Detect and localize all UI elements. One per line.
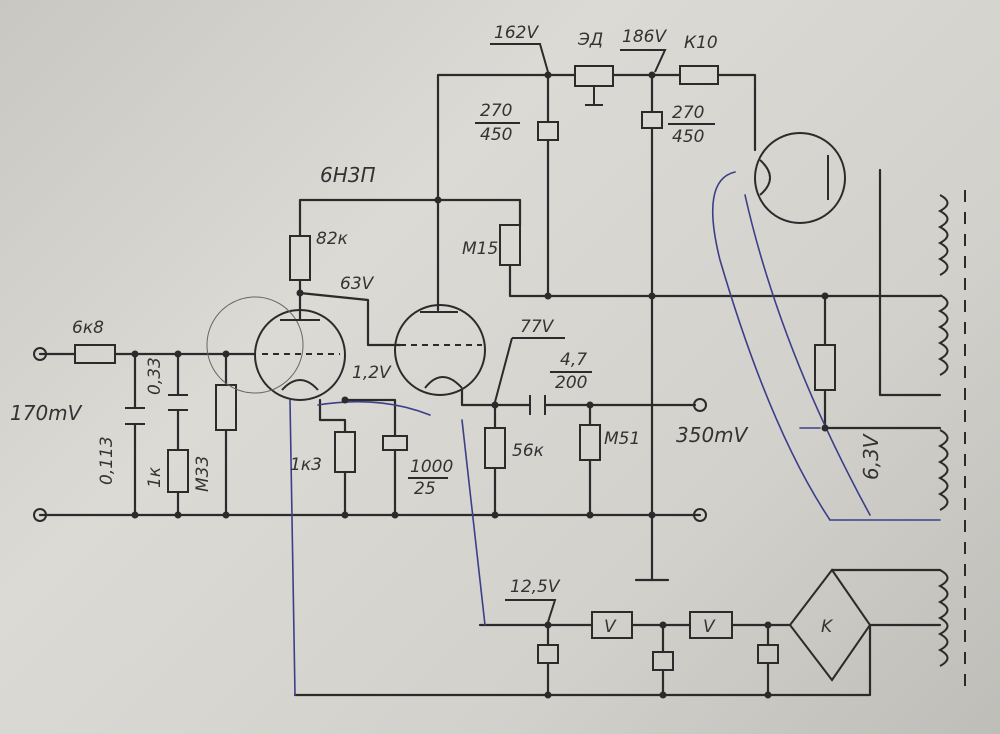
- resistor-56k: [484, 427, 506, 469]
- voltage-186-pointer: [620, 49, 667, 73]
- cap-033-label: 0,33: [145, 357, 165, 395]
- resistor-k10-label: К10: [684, 33, 718, 53]
- cathode-voltage-label: 1,2V: [352, 363, 392, 383]
- resistor-m51-label: М51: [604, 429, 640, 449]
- cap-output-top-label: 4,7: [560, 350, 587, 370]
- resistor-k10: [679, 65, 719, 85]
- regulator-2: [689, 611, 733, 639]
- cap-output-bottom-label: 200: [555, 373, 587, 393]
- voltage-77-label: 77V: [520, 317, 555, 337]
- heater-voltage-label: 6,3V: [859, 433, 883, 480]
- circuit-wires: [38, 73, 942, 697]
- regulator-voltage-label: 12,5V: [510, 577, 561, 597]
- terminals: [33, 347, 707, 522]
- choke-label: ЭД: [577, 30, 603, 50]
- voltage-186-label: 186V: [622, 27, 667, 47]
- resistor-m15-label: М15: [462, 239, 498, 259]
- regulator-voltage-pointer: [505, 599, 557, 623]
- transformer: [937, 190, 966, 690]
- capacitor-output-47-200: [529, 395, 546, 415]
- voltage-162-pointer: [490, 43, 549, 73]
- cap-cathode-top-label: 1000: [410, 457, 453, 477]
- cap-right-bottom-label: 450: [672, 127, 704, 147]
- capacitor-cathode-1000-25: [382, 435, 408, 451]
- cap-0113-label: 0,113: [97, 436, 117, 485]
- bridge-label: K: [821, 617, 834, 637]
- capacitor-right-270-450: [641, 111, 663, 129]
- resistor-m33: [215, 384, 237, 431]
- resistor-1k-label: 1к: [145, 466, 165, 488]
- resistor-56k-label: 56к: [512, 441, 545, 461]
- voltage-162-label: 162V: [494, 23, 539, 43]
- input-capacitor-033: [168, 394, 188, 411]
- cap-mid-top-label: 270: [480, 101, 512, 121]
- resistor-right: [814, 344, 836, 391]
- input-voltage-label: 170mV: [10, 401, 83, 425]
- tube-6n3p-triode-1: [206, 296, 346, 401]
- voltage-77-pointer: [494, 337, 565, 403]
- regulator-2-label: V: [703, 617, 716, 637]
- capacitor-mid-270-450: [537, 121, 559, 141]
- rectifier-tube: [754, 132, 846, 224]
- input-resistor: [74, 344, 116, 364]
- resistor-82k: [289, 235, 311, 281]
- resistor-1k3: [334, 431, 356, 473]
- resistor-m33-label: М33: [193, 456, 213, 492]
- junction-dots: [131, 71, 829, 699]
- regulator-1-label: V: [604, 617, 617, 637]
- filter-capacitors: [537, 644, 779, 671]
- resistor-82k-label: 82к: [316, 229, 349, 249]
- regulator-1: [591, 611, 633, 639]
- output-voltage-label: 350mV: [676, 423, 749, 447]
- input-capacitor-0113: [125, 407, 145, 425]
- choke: [574, 65, 614, 106]
- resistor-m51: [579, 424, 601, 461]
- bridge-rectifier: [788, 568, 872, 682]
- plate1-voltage-label: 63V: [340, 274, 375, 294]
- cap-right-top-label: 270: [672, 103, 704, 123]
- cap-mid-bottom-label: 450: [480, 125, 512, 145]
- resistor-1k: [167, 449, 189, 493]
- input-resistor-label: 6к8: [72, 318, 104, 338]
- resistor-1k3-label: 1к3: [290, 455, 322, 475]
- cap-cathode-bottom-label: 25: [414, 479, 436, 499]
- heater-wiring: [289, 171, 941, 696]
- tube-type-label: 6Н3П: [320, 163, 376, 187]
- tube-6n3p-triode-2: [394, 304, 486, 396]
- resistor-m15: [499, 224, 521, 266]
